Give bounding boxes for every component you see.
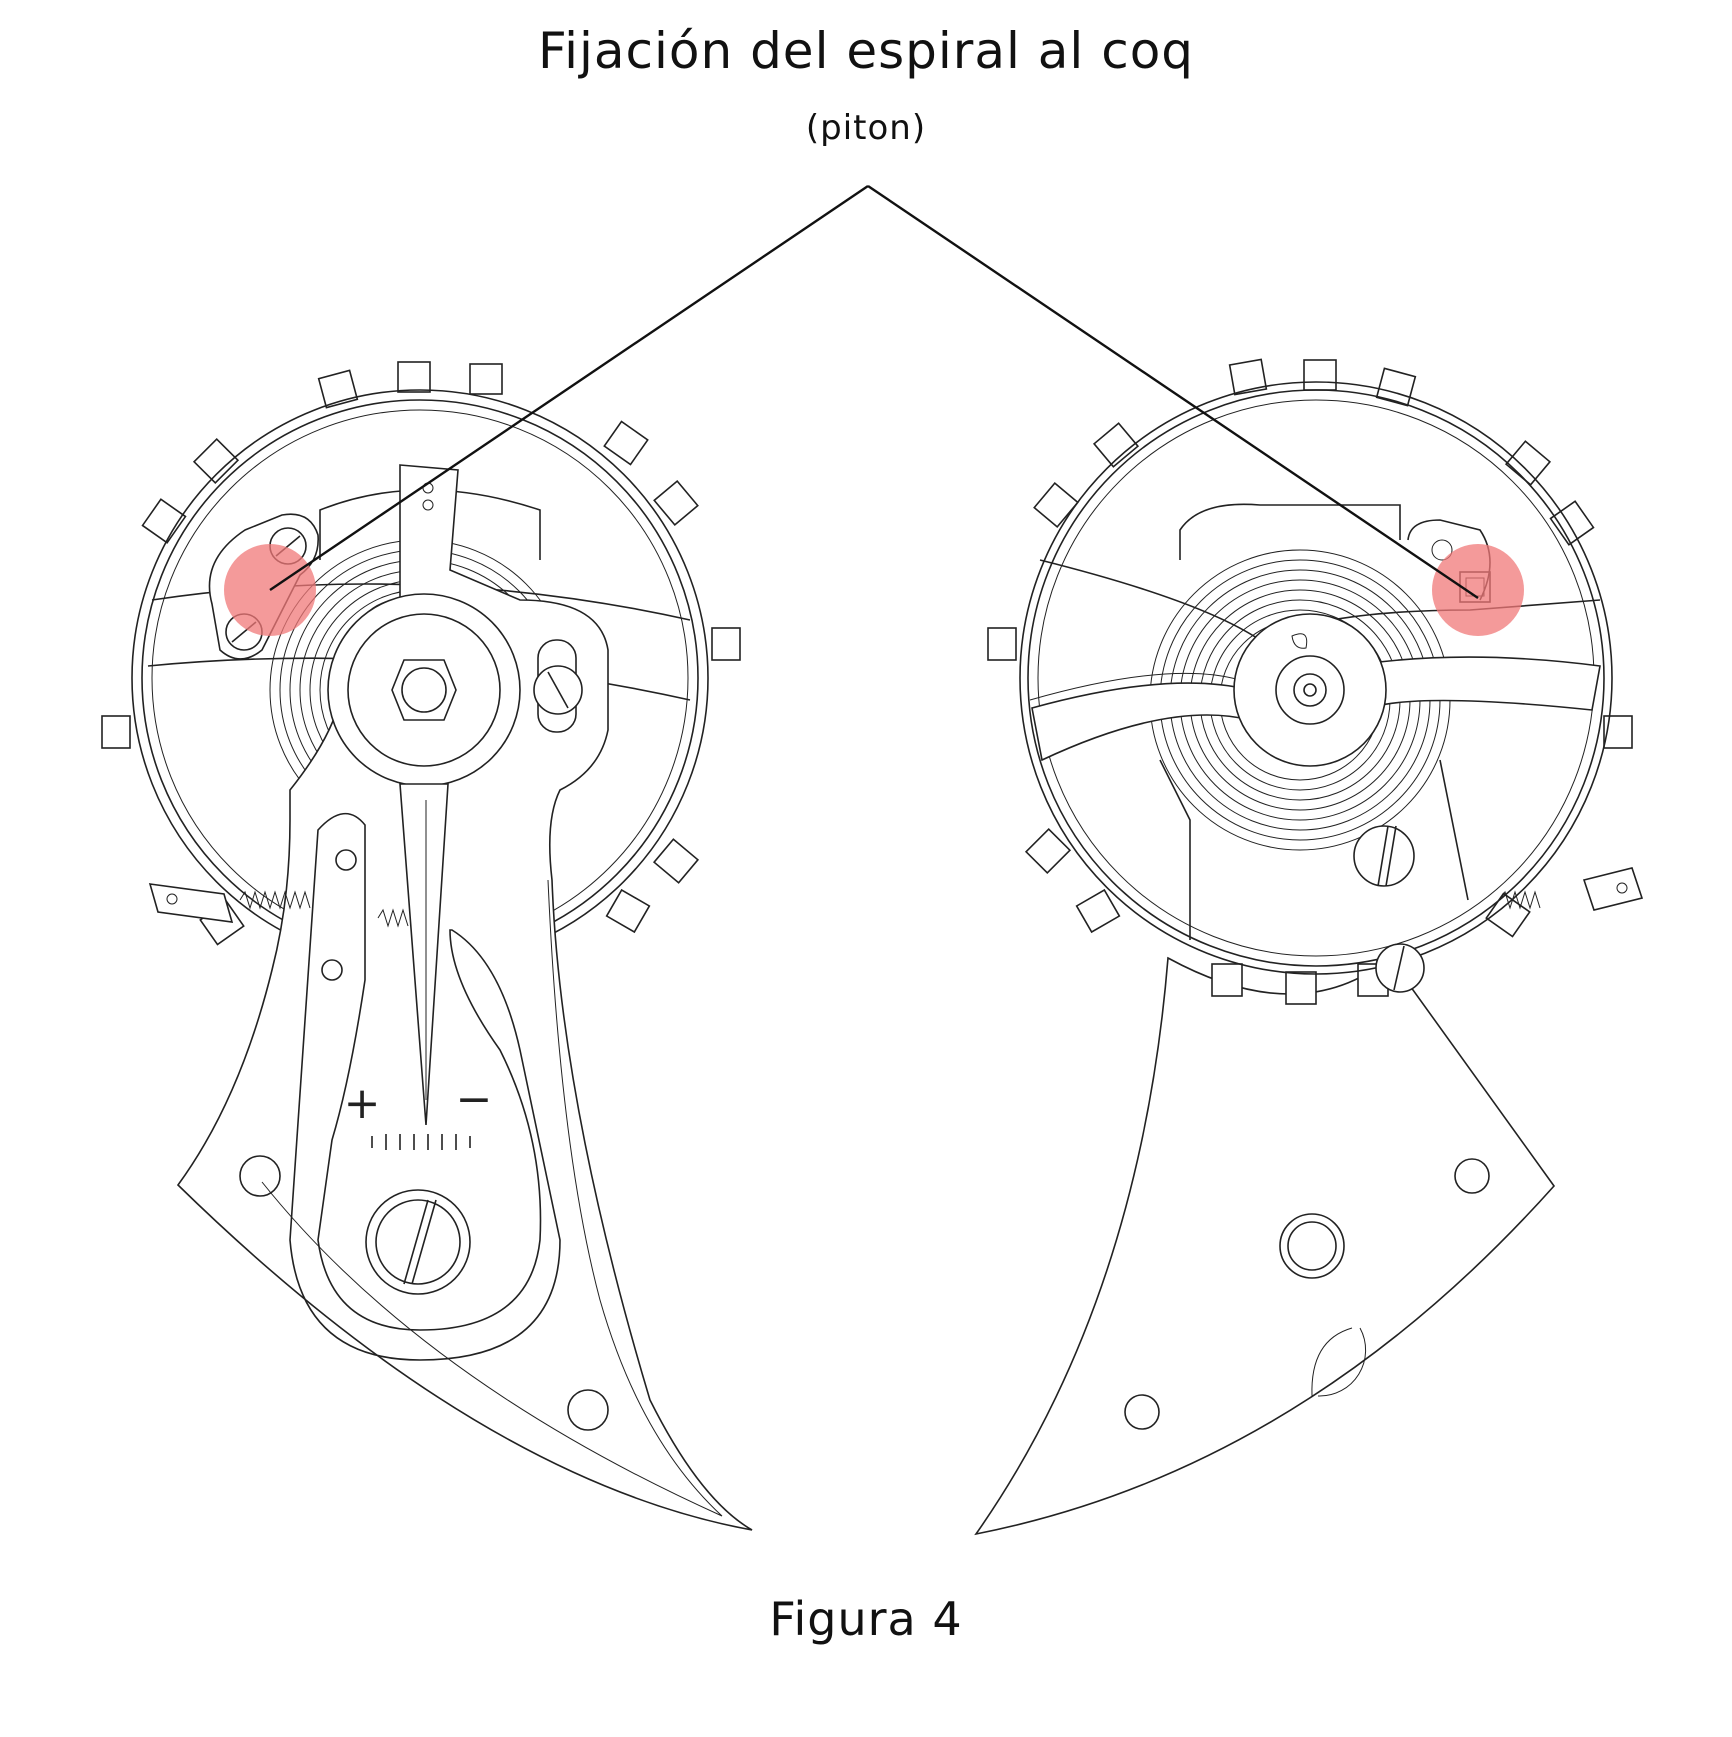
right-balance-teeth — [987, 358, 1633, 1005]
right-balance-cock-view — [974, 358, 1644, 1536]
figure-caption: Figura 4 — [769, 1592, 963, 1646]
left-balance-cock — [176, 464, 753, 1531]
left-balance-cock-view: + − — [101, 361, 753, 1531]
figure-title: Fijación del espiral al coq — [537, 22, 1195, 80]
right-piton-highlight — [1432, 544, 1524, 636]
regulator-scale — [371, 1134, 471, 1150]
regulator-minus-mark: − — [456, 1074, 493, 1125]
piton-callout-lines — [269, 185, 1479, 599]
regulator-plus-mark: + — [344, 1078, 381, 1129]
figure-subtitle: (piton) — [805, 108, 927, 148]
left-balance-teeth — [101, 361, 741, 946]
callout-line-left — [269, 185, 869, 591]
callout-line-right — [867, 185, 1479, 599]
